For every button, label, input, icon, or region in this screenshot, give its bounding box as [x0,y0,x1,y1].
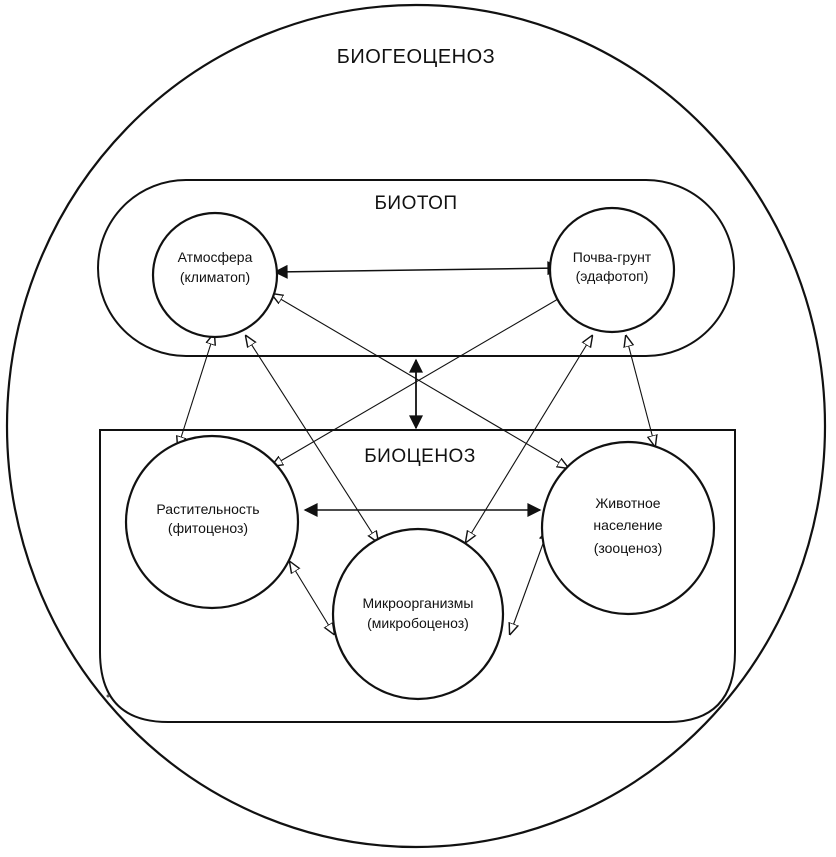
node-plants: Растительность (фитоценоз) [124,434,300,610]
arrow-animals-microbes [510,530,548,634]
node-atmosphere-sublabel: (климатоп) [180,269,250,285]
biogeocenosis-title: БИОГЕОЦЕНОЗ [337,46,496,68]
biocenosis-boundary [99,429,736,723]
node-microbes-label: Микроорганизмы [363,595,474,611]
arrow-plants-microbes [290,562,334,634]
node-plants-sublabel: (фитоценоз) [168,520,248,536]
node-animals-label: Животное [595,495,660,511]
biogeocenosis-boundary [5,3,827,849]
node-animals-label-2: население [593,517,662,533]
arrow-soil-animals [626,336,655,446]
node-atmosphere: Атмосфера (климатоп) [151,211,279,339]
arrow-atmosphere-plants [178,334,214,447]
node-soil: Почва-грунт (эдафотоп) [548,206,676,334]
arrow-soil-microbes [466,336,592,542]
arrow-atmosphere-microbes [246,336,378,542]
biotope-title: БИОТОП [374,193,457,214]
arrow-soil-plants [272,292,570,466]
node-animals-sublabel: (зооценоз) [594,540,663,556]
node-microbes: Микроорганизмы (микробоценоз) [331,527,505,701]
node-soil-sublabel: (эдафотоп) [576,268,649,284]
arrow-atmosphere-animals [272,294,568,468]
scan-speck [106,694,110,698]
node-soil-label: Почва-грунт [573,249,652,265]
node-animals: Животное население (зооценоз) [540,440,716,616]
arrow-atmosphere-soil [273,261,562,279]
biocenosis-title: БИОЦЕНОЗ [364,446,476,467]
node-microbes-sublabel: (микробоценоз) [367,615,469,631]
node-plants-label: Растительность [156,501,259,517]
node-atmosphere-label: Атмосфера [178,249,253,265]
